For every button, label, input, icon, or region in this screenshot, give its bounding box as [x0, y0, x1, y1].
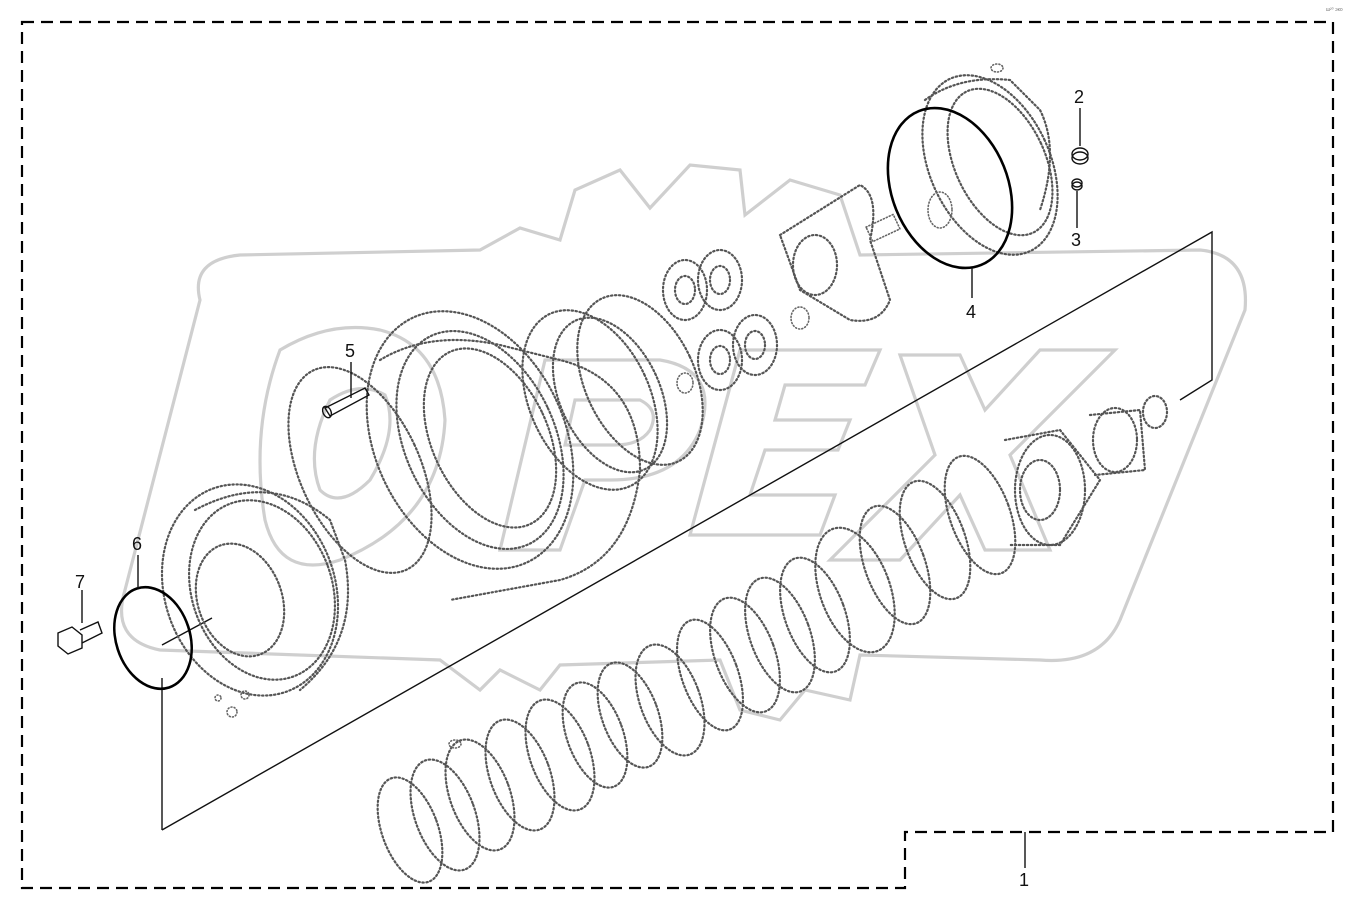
planet-carrier-part [778, 183, 902, 322]
callout-6: 6 [132, 534, 142, 554]
leader-lines [161, 230, 1213, 831]
brake-disc-stack-part [376, 454, 1017, 884]
callout-2: 2 [1074, 87, 1084, 107]
part-6-o-ring [113, 555, 193, 691]
callout-4: 4 [966, 302, 976, 322]
watermark-logo [120, 163, 1248, 722]
part-2-plug [1071, 108, 1089, 165]
main-casing-part [287, 309, 669, 602]
part-3-plug [1071, 178, 1083, 228]
ring-gear-part [576, 294, 704, 466]
drawing-corner-code: ш²⁰ эко [1326, 7, 1343, 13]
callout-5: 5 [345, 341, 355, 361]
end-cover-part [921, 63, 1059, 256]
flange-housing-part [160, 483, 350, 718]
drive-shaft-part [1003, 394, 1169, 547]
callout-7: 7 [75, 572, 85, 592]
callout-3: 3 [1071, 230, 1081, 250]
part-5-pin [321, 362, 370, 419]
callout-1: 1 [1019, 870, 1029, 890]
assembly-boundary [20, 20, 1335, 890]
planet-gears-part [661, 248, 810, 394]
part-4-o-ring [886, 106, 1014, 298]
part-7-bolt [57, 590, 103, 655]
